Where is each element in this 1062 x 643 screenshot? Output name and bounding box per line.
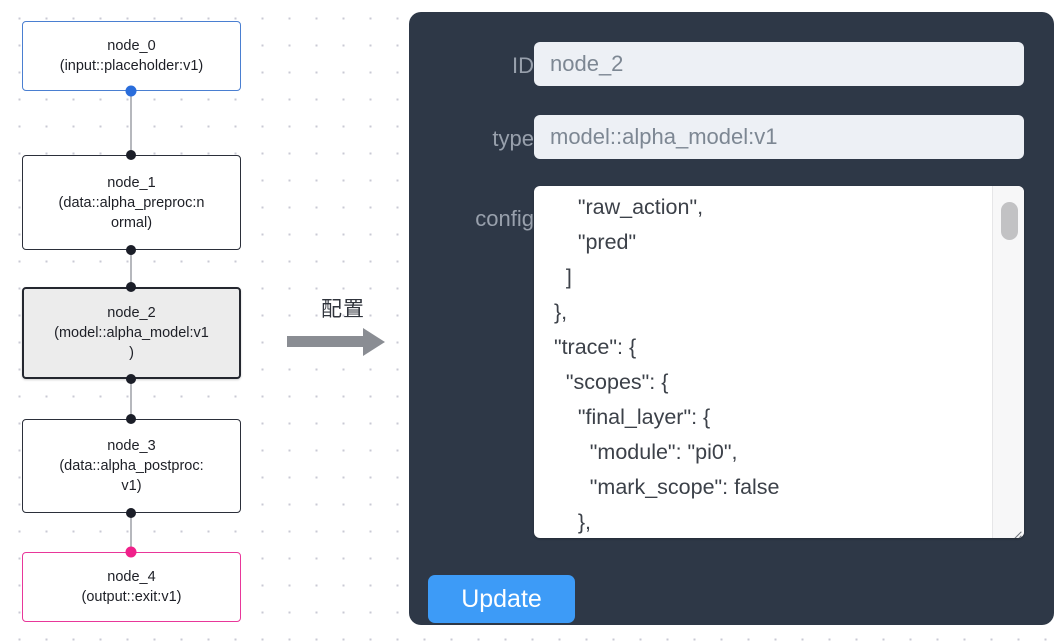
config-field-label: config <box>475 206 534 231</box>
id-input[interactable] <box>534 42 1024 86</box>
config-textarea-wrapper <box>534 186 1024 538</box>
arrow-shaft <box>287 336 365 347</box>
graph-node-label: node_4 (output::exit:v1) <box>81 569 182 605</box>
update-button[interactable]: Update <box>428 575 575 623</box>
node-config-panel: ID type config Update <box>409 12 1054 625</box>
type-input[interactable] <box>534 115 1024 159</box>
field-row-type: type <box>409 115 1024 159</box>
config-scrollbar-thumb[interactable] <box>1001 202 1018 240</box>
node-handle-node_2-out[interactable] <box>126 374 136 384</box>
graph-node-node_2[interactable]: node_2 (model::alpha_model:v1 ) <box>22 287 241 379</box>
annotation-label: 配置 <box>321 297 365 321</box>
id-field-label: ID <box>512 53 534 78</box>
config-scrollbar[interactable] <box>992 186 1024 538</box>
graph-node-label: node_3 (data::alpha_postproc: v1) <box>59 438 204 494</box>
graph-node-node_4[interactable]: node_4 (output::exit:v1) <box>22 552 241 622</box>
edge-node0-node1 <box>130 91 132 155</box>
node-handle-node_0-out[interactable] <box>125 85 137 97</box>
arrow-head <box>363 328 385 356</box>
graph-node-node_3[interactable]: node_3 (data::alpha_postproc: v1) <box>22 419 241 513</box>
node-handle-node_1-in[interactable] <box>126 150 136 160</box>
right-arrow-icon <box>283 328 403 356</box>
node-handle-node_1-out[interactable] <box>126 245 136 255</box>
edge-node1-node2 <box>130 250 132 287</box>
edge-node2-node3 <box>130 379 132 419</box>
field-row-id: ID <box>409 42 1024 86</box>
type-field-label: type <box>492 126 534 151</box>
graph-node-label: node_0 (input::placeholder:v1) <box>59 38 204 74</box>
field-row-config: config <box>409 186 1024 538</box>
graph-node-label: node_2 (model::alpha_model:v1 ) <box>54 305 209 361</box>
config-textarea[interactable] <box>534 186 992 538</box>
node-handle-node_4-in[interactable] <box>125 546 137 558</box>
graph-node-node_1[interactable]: node_1 (data::alpha_preproc:n ormal) <box>22 155 241 250</box>
node-handle-node_2-in[interactable] <box>126 282 136 292</box>
annotation-group: 配置 <box>283 296 403 356</box>
graph-node-node_0[interactable]: node_0 (input::placeholder:v1) <box>22 21 241 91</box>
node-handle-node_3-out[interactable] <box>126 508 136 518</box>
graph-node-label: node_1 (data::alpha_preproc:n ormal) <box>58 174 205 231</box>
edge-node3-node4 <box>130 513 132 552</box>
node-handle-node_3-in[interactable] <box>126 414 136 424</box>
